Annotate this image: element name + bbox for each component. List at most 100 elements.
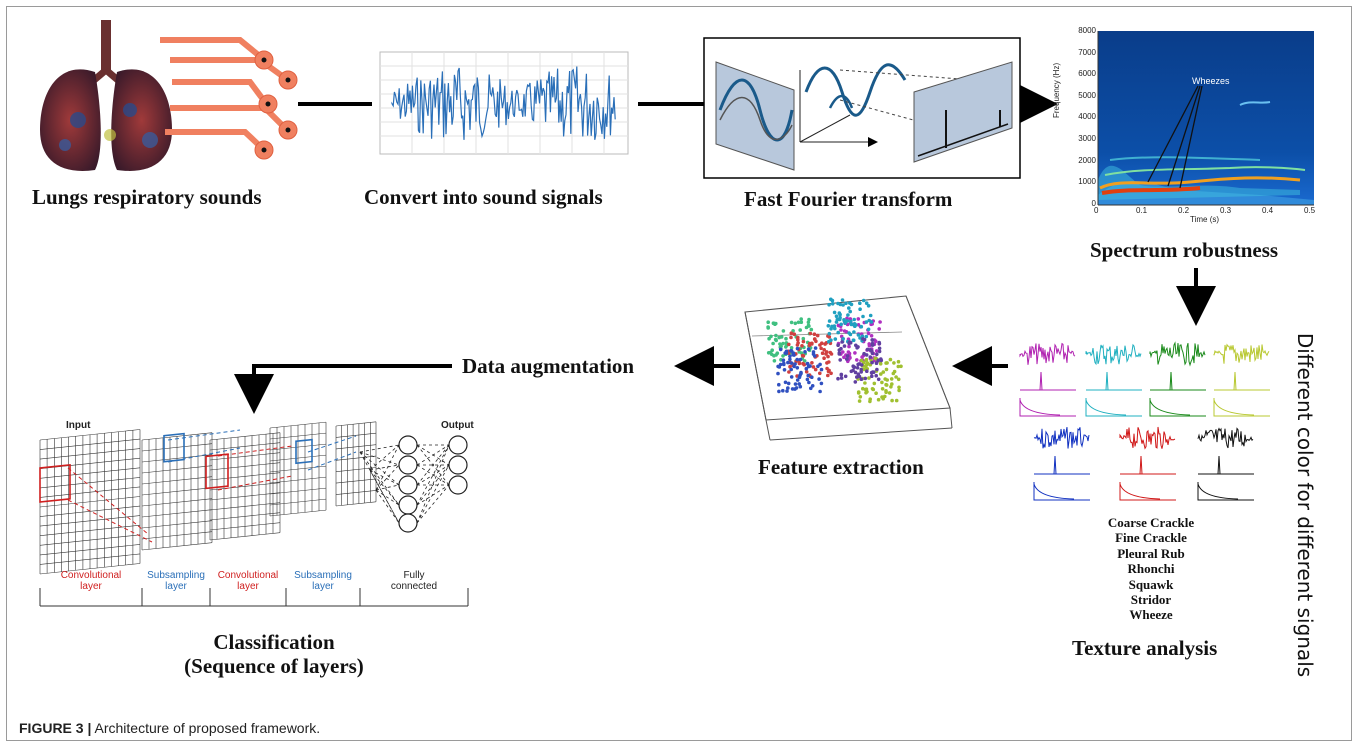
- feature-point: [793, 382, 798, 386]
- feature-point: [876, 358, 881, 363]
- feature-point: [856, 333, 861, 337]
- feature-map: [205, 432, 281, 541]
- feature-point: [810, 375, 814, 380]
- signal-decay: [1149, 398, 1206, 417]
- feature-point: [842, 318, 846, 322]
- feature-point: [777, 335, 781, 340]
- signal-spectrum: [1120, 455, 1176, 475]
- feature-point: [896, 359, 901, 364]
- spectrogram-annotation: Wheezes: [1192, 76, 1230, 86]
- feature-point: [810, 342, 814, 346]
- feature-point: [869, 320, 874, 324]
- feature-point: [807, 324, 811, 328]
- feature-point: [874, 349, 879, 353]
- texture-label: Texture analysis: [1072, 636, 1218, 660]
- feature-point: [807, 317, 811, 322]
- cnn-input-label: Input: [66, 420, 91, 431]
- feature-point: [880, 380, 884, 385]
- feature-point: [871, 387, 876, 392]
- feature-point: [813, 346, 818, 350]
- signal-type: Coarse Crackle: [1107, 515, 1195, 530]
- feature-point: [800, 344, 804, 348]
- feature-point: [774, 333, 778, 338]
- feature-point: [787, 370, 791, 374]
- feature-point: [836, 330, 840, 335]
- spectrogram-x-tick: 0.4: [1262, 206, 1274, 215]
- signal-waveform: [1119, 426, 1176, 450]
- feature-cube: [744, 295, 953, 441]
- feature-point: [829, 352, 834, 356]
- signal-decay: [1085, 398, 1142, 417]
- feature-point: [798, 384, 803, 389]
- spectrogram-y-tick: 1000: [1078, 177, 1096, 187]
- feature-point: [796, 341, 800, 345]
- feature-point: [822, 356, 826, 361]
- feature-point: [864, 320, 869, 324]
- signal-spectrum: [1198, 455, 1254, 475]
- feature-point: [859, 377, 864, 382]
- fft-label: Fast Fourier transform: [744, 187, 953, 211]
- feature-point: [803, 350, 807, 354]
- feature-point: [858, 301, 862, 306]
- feature-point: [810, 361, 814, 365]
- feature-point: [789, 349, 794, 353]
- feature-point: [837, 352, 842, 356]
- feature-point: [855, 375, 859, 379]
- feature-point: [792, 332, 797, 337]
- feature-point: [861, 298, 866, 303]
- spectrum-label: Spectrum robustness: [1090, 238, 1279, 262]
- signal-decay: [1019, 398, 1076, 417]
- spectrogram-y-tick: 0: [1091, 198, 1096, 208]
- feature-point: [781, 341, 785, 346]
- feature-point: [847, 340, 852, 345]
- signal-type: Stridor: [1130, 592, 1172, 608]
- classification-line2: (Sequence of layers): [184, 654, 364, 678]
- signal-decay: [1119, 482, 1176, 501]
- cnn-diagram: [39, 421, 469, 607]
- texture-signals: [1019, 341, 1270, 501]
- feature-point: [864, 301, 869, 306]
- feature-point: [815, 333, 820, 338]
- feature-point: [847, 306, 851, 310]
- side-note: Different color for different signals: [1293, 332, 1317, 678]
- feature-point: [873, 339, 878, 344]
- feature-point: [853, 380, 858, 384]
- feature-point: [861, 386, 865, 391]
- feature-point: [852, 330, 856, 334]
- feature-point: [881, 370, 886, 374]
- feature-point: [801, 336, 806, 341]
- feature-point: [869, 349, 874, 353]
- feature-point: [766, 326, 770, 330]
- feature-point: [789, 331, 794, 336]
- feature-point: [855, 358, 859, 362]
- feature-point: [830, 298, 835, 303]
- feature-map: [335, 421, 377, 507]
- feature-point: [857, 399, 862, 403]
- feature-point: [801, 339, 806, 344]
- feature-point: [894, 375, 898, 379]
- feature-point: [806, 347, 811, 352]
- feature-point: [884, 382, 888, 387]
- feature-point: [878, 320, 882, 324]
- signal-waveform: [1085, 343, 1142, 366]
- signal-decay: [1197, 482, 1254, 501]
- signal-waveform: [1197, 427, 1254, 449]
- feature-point: [839, 328, 843, 332]
- feature-point: [851, 338, 856, 343]
- feature-point: [808, 364, 812, 368]
- feature-point: [864, 364, 868, 369]
- feature-point: [826, 373, 830, 378]
- spectrogram-x-tick: 0.5: [1304, 206, 1316, 215]
- feature-point: [877, 340, 881, 345]
- signal-spectrum: [1034, 455, 1090, 475]
- feature-point: [789, 346, 794, 350]
- feature-point: [892, 361, 896, 365]
- feature-point: [853, 351, 857, 355]
- feature-point: [826, 324, 831, 328]
- feature-point: [781, 354, 785, 358]
- feature-point: [864, 353, 869, 357]
- feature-point: [786, 360, 790, 365]
- feature-point: [887, 391, 892, 395]
- feature-point: [841, 303, 845, 307]
